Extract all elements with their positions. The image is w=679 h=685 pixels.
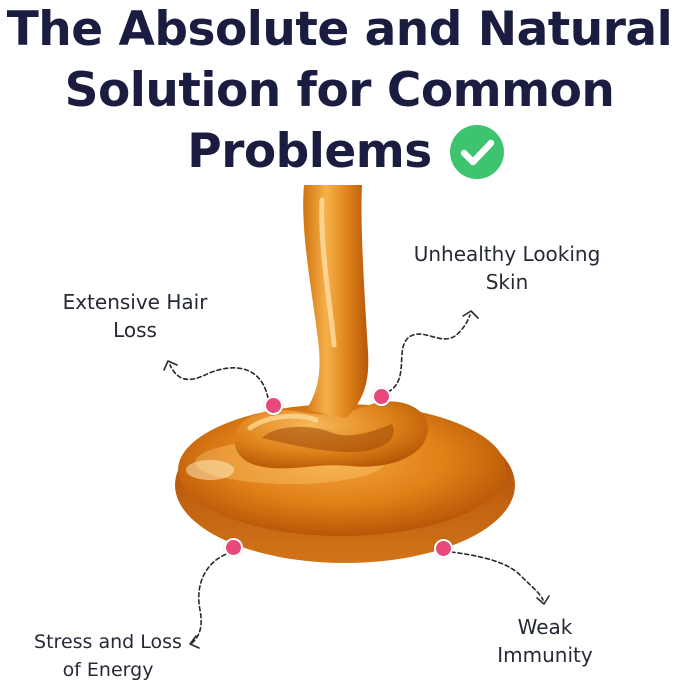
- arrow-head-skin-icon: [462, 310, 479, 319]
- marker-skin: [372, 387, 391, 406]
- callout-stress-energy: Stress and Loss of Energy: [2, 628, 214, 684]
- connector-hair: [169, 364, 269, 399]
- callout-unhealthy-skin: Unhealthy Looking Skin: [392, 240, 622, 296]
- callout-line: Weak: [517, 615, 573, 639]
- check-circle-icon: [450, 125, 504, 179]
- callout-line: Unhealthy Looking: [413, 242, 601, 266]
- title-line-1: The Absolute and Natural: [6, 2, 673, 57]
- connector-stress: [191, 551, 233, 644]
- connector-immunity: [443, 550, 544, 601]
- title-line-2: Solution for Common: [64, 63, 615, 118]
- honey-swirl-shine: [247, 413, 319, 431]
- arrow-head-immunity-icon: [536, 595, 550, 605]
- arrow-head-hair-icon: [163, 360, 178, 371]
- marker-stress: [224, 538, 243, 557]
- arrow-head-stress-icon: [189, 635, 200, 649]
- callout-line: Immunity: [497, 643, 593, 667]
- callout-line: Skin: [485, 270, 529, 294]
- honey-stream: [303, 185, 369, 418]
- marker-hair: [264, 396, 283, 415]
- callout-line: Extensive Hair: [62, 290, 208, 314]
- callout-hair-loss: Extensive Hair Loss: [40, 288, 230, 344]
- honey-swirl-fold: [262, 424, 394, 452]
- title-line-3: Problems: [0, 122, 679, 182]
- marker-immunity: [434, 539, 453, 558]
- honey-pool-highlight: [186, 460, 234, 480]
- title-line-3-text: Problems: [187, 124, 432, 179]
- callout-line: of Energy: [62, 659, 154, 681]
- callout-weak-immunity: Weak Immunity: [470, 613, 620, 669]
- connector-skin: [387, 314, 471, 393]
- callout-line: Stress and Loss: [34, 631, 182, 653]
- callout-line: Loss: [113, 318, 157, 342]
